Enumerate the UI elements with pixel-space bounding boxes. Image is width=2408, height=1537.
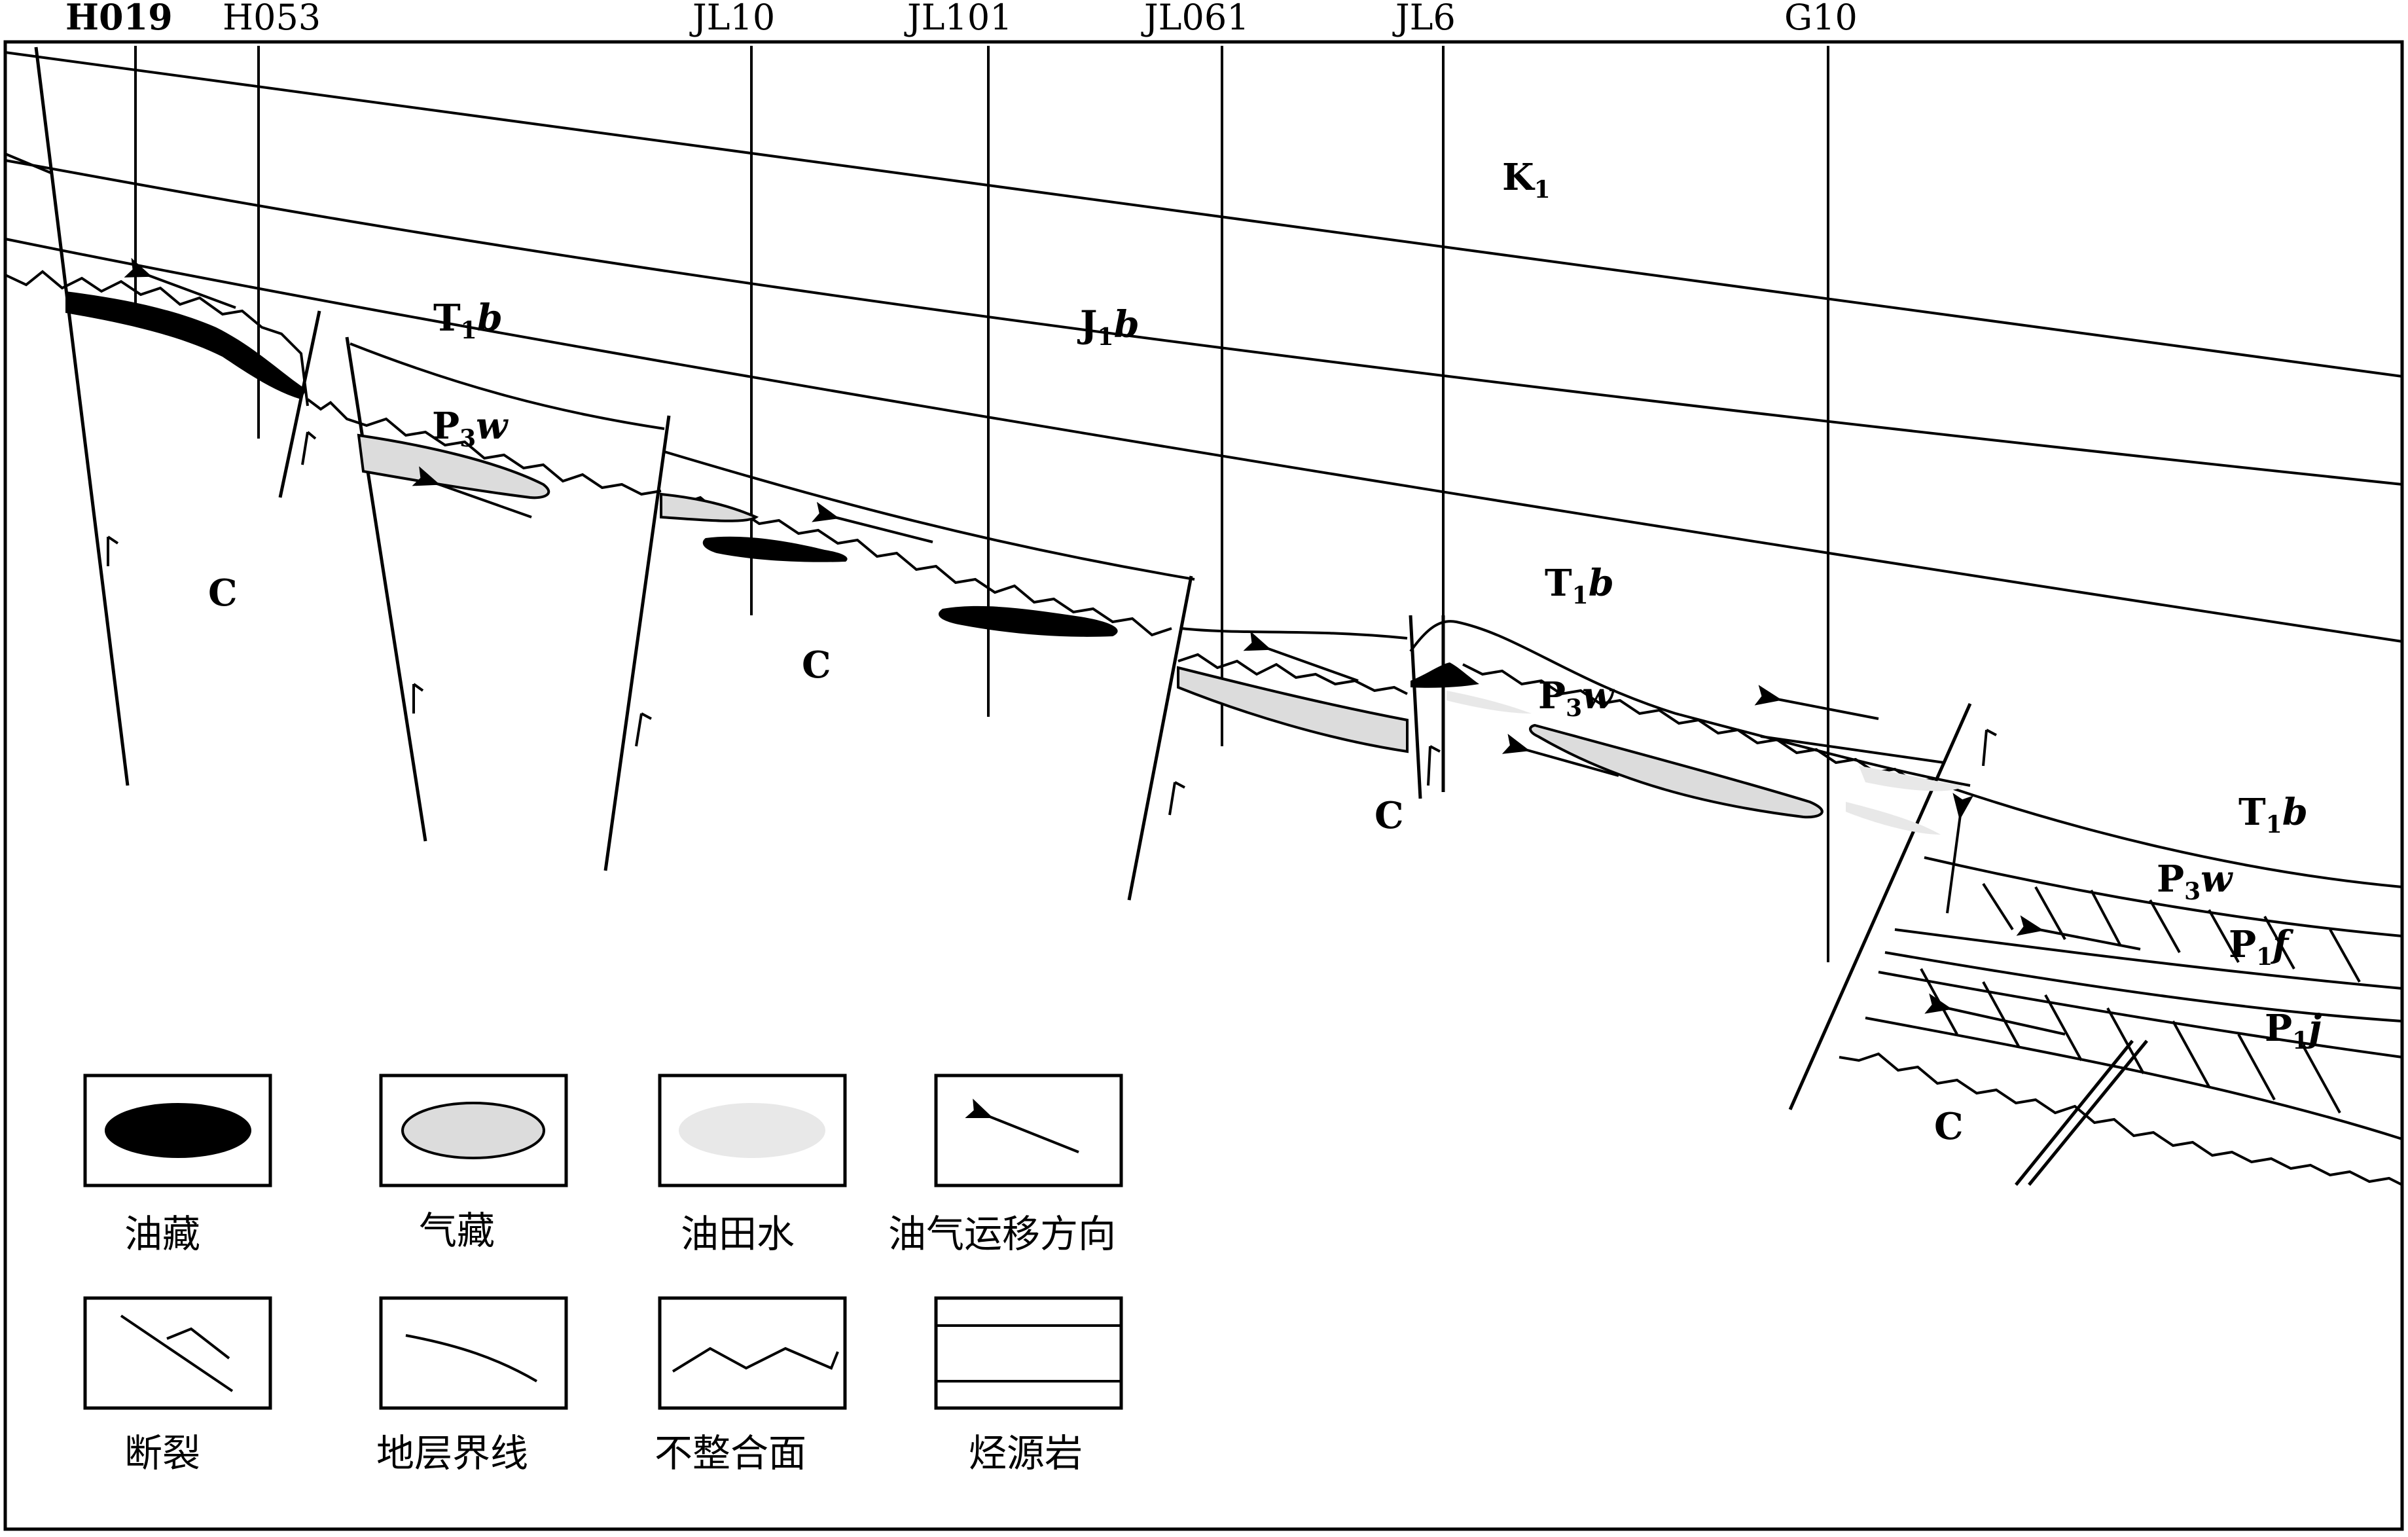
legend-label-source-rock: 烃源岩 (969, 1431, 1083, 1475)
oil-reservoir-jl6 (1411, 662, 1479, 688)
legend-label-unconformity: 不整合面 (655, 1431, 806, 1475)
source-rock-hatching (1920, 882, 2361, 1113)
faults (5, 46, 2148, 1186)
stratum-label-p3w-east: P3w (2157, 858, 2233, 905)
stratum-label-c-4: C (1934, 1105, 1964, 1148)
oil-reservoir-jl10 (702, 536, 848, 562)
well-label-jl101: JL101 (904, 0, 1013, 38)
well-label-jl10: JL10 (689, 0, 775, 38)
oil-reservoir-jl101 (938, 606, 1118, 637)
legend-label-fault: 断裂 (124, 1431, 200, 1475)
stratum-label-c-3: C (1375, 794, 1404, 837)
stratum-label-t1b-east: T1b (2238, 791, 2308, 839)
oil-reservoir-h019 (65, 291, 306, 399)
stratum-boundaries (5, 51, 2403, 1140)
oilfield-water-2 (1859, 766, 1964, 791)
stratum-label-p3w-center: P3w (1538, 674, 1615, 722)
legend-label-boundary: 地层界线 (376, 1431, 528, 1475)
legend-label-oil: 油藏 (124, 1212, 200, 1256)
stratum-label-p1j: P1j (2265, 1007, 2322, 1055)
legend-box-source-rock (934, 1296, 1123, 1410)
stratum-label-p1f: P1f (2229, 923, 2294, 971)
legend-water-symbol (679, 1103, 825, 1158)
stratum-label-t1b-center: T1b (1545, 562, 1614, 609)
legend-label-gas: 气藏 (419, 1208, 495, 1253)
strata-labels: K1 T1b J1b T1b T1b P3w P3w P3w P1f P1j C… (208, 156, 2322, 1148)
gas-reservoir-4 (1529, 723, 1824, 819)
oilfield-water-1 (1447, 691, 1532, 714)
gas-reservoir-2 (660, 492, 759, 522)
legend: 油藏 气藏 油田水 油气运移方向 断裂 地层界线 不整合面 烃源岩 (83, 1074, 1123, 1475)
stratum-label-j1b: J1b (1077, 303, 1140, 351)
stratum-label-c-2: C (802, 643, 831, 687)
stratum-label-c-1: C (208, 571, 238, 615)
legend-box-unconformity (658, 1296, 847, 1410)
unconformities (5, 270, 2403, 1186)
well-label-jl061: JL061 (1141, 0, 1249, 38)
migration-arrows (124, 257, 2141, 1036)
well-label-h019: H019 (65, 0, 173, 38)
well-label-g10: G10 (1784, 0, 1858, 38)
legend-label-water: 油田水 (681, 1212, 795, 1256)
well-bores (134, 46, 1829, 962)
reservoirs (65, 291, 1964, 835)
oilfield-water-3 (1846, 802, 1941, 835)
legend-label-migration: 油气运移方向 (888, 1212, 1116, 1256)
well-label-h053: H053 (223, 0, 321, 38)
stratum-label-t1b-west: T1b (433, 297, 503, 344)
legend-oil-symbol (105, 1103, 251, 1158)
well-labels: H019 H053 JL10 JL101 JL061 JL6 G10 (65, 0, 1858, 38)
stratum-label-p3w-west: P3w (432, 405, 509, 452)
stratum-label-k1: K1 (1502, 156, 1551, 204)
gas-reservoir-3 (1177, 666, 1409, 753)
frame (3, 40, 2404, 1531)
well-label-jl6: JL6 (1392, 0, 1456, 38)
legend-gas-symbol (401, 1102, 545, 1159)
legend-box-migration (934, 1074, 1123, 1187)
